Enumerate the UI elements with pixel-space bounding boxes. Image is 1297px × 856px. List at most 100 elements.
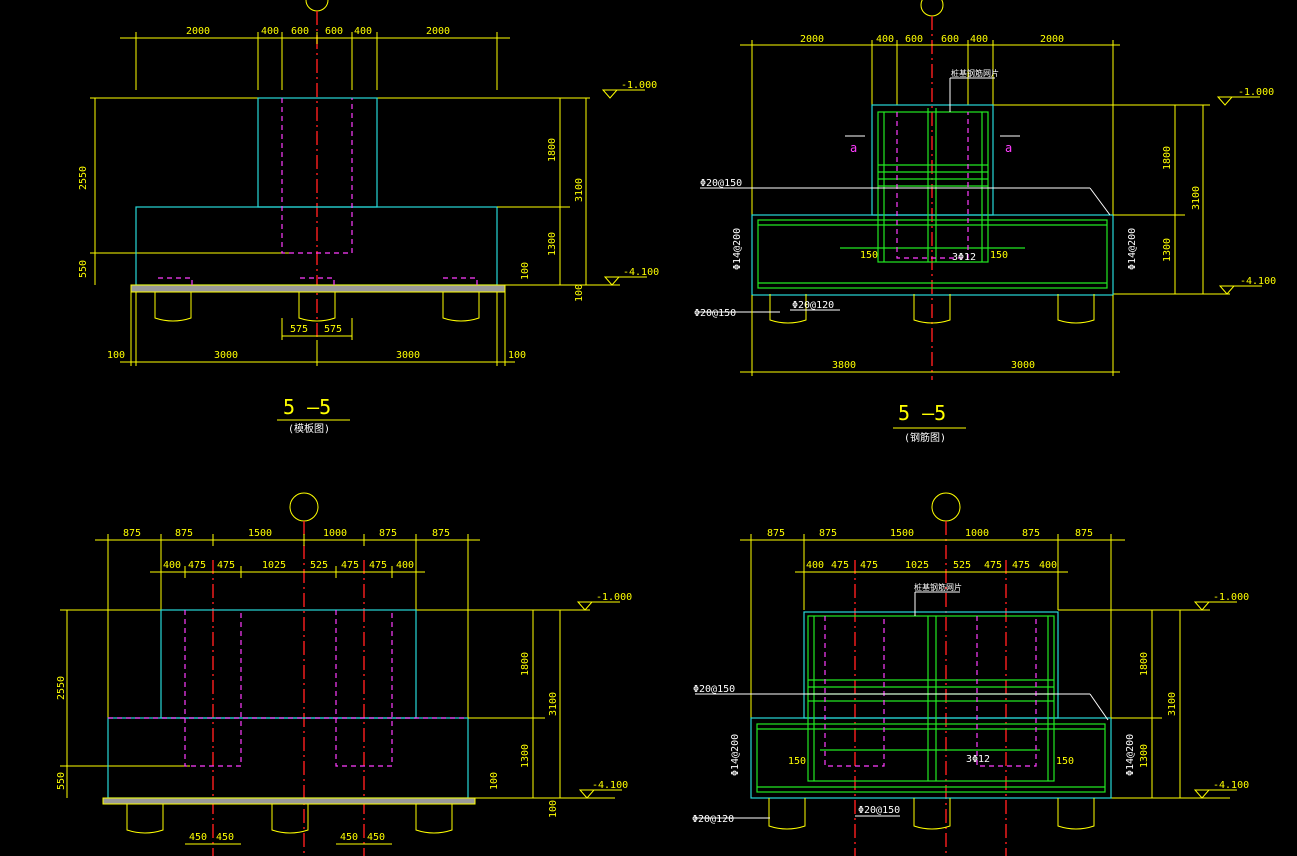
dim-label: 525 bbox=[953, 560, 971, 571]
rebar-note: 桩基钢筋网片 bbox=[951, 68, 999, 78]
dim-label: 600 bbox=[941, 34, 959, 45]
column-outline bbox=[803, 611, 1059, 719]
dim-label: 3000 bbox=[1011, 360, 1035, 371]
pile-body bbox=[415, 804, 453, 834]
dim-label: 400 bbox=[261, 26, 279, 37]
level-label-bottom: -4.100 bbox=[1240, 276, 1276, 287]
axis-bubble bbox=[931, 492, 961, 522]
top-dim-ticks bbox=[135, 32, 498, 90]
rebar-label: Φ20@150 bbox=[694, 308, 736, 319]
dim-label: 150 bbox=[1056, 756, 1074, 767]
dim-label: 3100 bbox=[1191, 186, 1202, 210]
level-label-top: -1.000 bbox=[596, 592, 632, 603]
drawing-section-rebar-top-right: 2000 400 600 600 400 2000 -1.000 -4.100 bbox=[694, 0, 1276, 444]
dim-label: 1500 bbox=[248, 528, 272, 539]
level-label-bottom: -4.100 bbox=[623, 267, 659, 278]
dim-label: 400 bbox=[163, 560, 181, 571]
bedding-layer bbox=[102, 797, 476, 805]
section-title: 5 —5 bbox=[283, 395, 331, 419]
dim-label: 1300 bbox=[520, 744, 531, 768]
dim-label: 875 bbox=[379, 528, 397, 539]
dim-label: 400 bbox=[1039, 560, 1057, 571]
dim-label: 2000 bbox=[800, 34, 824, 45]
dim-label: 1800 bbox=[547, 138, 558, 162]
dim-label: 450 bbox=[367, 832, 385, 843]
dim-label: 875 bbox=[1022, 528, 1040, 539]
cap-outline bbox=[751, 214, 1114, 296]
dim-label: 550 bbox=[56, 772, 67, 790]
rebar-label: Φ14@200 bbox=[730, 734, 741, 776]
dim-label: 1800 bbox=[1139, 652, 1150, 676]
dim-label: 3100 bbox=[574, 178, 585, 202]
dim-label: 475 bbox=[860, 560, 878, 571]
dim-label: 475 bbox=[831, 560, 849, 571]
rebar-note: 桩基钢筋网片 bbox=[914, 582, 962, 592]
pile-body bbox=[913, 798, 951, 830]
level-triangle bbox=[1193, 601, 1211, 611]
dim-label: 1300 bbox=[547, 232, 558, 256]
dim-label: 100 bbox=[574, 284, 585, 302]
rebar-label: Φ20@120 bbox=[792, 300, 834, 311]
level-label-top: -1.000 bbox=[1238, 87, 1274, 98]
dim-label: 100 bbox=[489, 772, 500, 790]
level-triangle bbox=[603, 276, 621, 286]
pile-body bbox=[271, 804, 309, 834]
level-label-top: -1.000 bbox=[1213, 592, 1249, 603]
dim-label: 450 bbox=[189, 832, 207, 843]
dim-label: 600 bbox=[905, 34, 923, 45]
dim-label: 2000 bbox=[1040, 34, 1064, 45]
axis-bubble bbox=[289, 492, 319, 522]
dim-label: 475 bbox=[341, 560, 359, 571]
dim-label: 475 bbox=[984, 560, 1002, 571]
dim-label: 450 bbox=[216, 832, 234, 843]
dim-label: 1800 bbox=[520, 652, 531, 676]
section-subtitle: (模板图) bbox=[288, 422, 330, 435]
dim-label: 875 bbox=[432, 528, 450, 539]
dim-label: 475 bbox=[217, 560, 235, 571]
cap-rebar-cage bbox=[757, 219, 1108, 289]
dim-label: 150 bbox=[990, 250, 1008, 261]
level-label-bottom: -4.100 bbox=[1213, 780, 1249, 791]
dim-label: 600 bbox=[325, 26, 343, 37]
level-triangle bbox=[1218, 285, 1236, 295]
pile-body bbox=[154, 292, 192, 322]
dim-label: 150 bbox=[788, 756, 806, 767]
dim-label: 600 bbox=[291, 26, 309, 37]
dim-label: 3800 bbox=[832, 360, 856, 371]
rebar-label: 3Φ12 bbox=[952, 252, 976, 263]
dim-label: 2000 bbox=[426, 26, 450, 37]
level-label-bottom: -4.100 bbox=[592, 780, 628, 791]
level-triangle bbox=[1193, 789, 1211, 799]
dim-label: 875 bbox=[767, 528, 785, 539]
section-mark: a bbox=[850, 141, 857, 155]
rebar-label: Φ20@120 bbox=[692, 814, 734, 825]
level-triangle bbox=[576, 601, 594, 611]
drawing-template-bottom-left: 875 875 1500 1000 875 875 400 475 475 10… bbox=[56, 492, 632, 856]
dim-label: 100 bbox=[548, 800, 559, 818]
pile-outline bbox=[976, 616, 1037, 767]
dim-label: 575 bbox=[324, 324, 342, 335]
dim-label: 400 bbox=[354, 26, 372, 37]
rebar-label: Φ20@150 bbox=[693, 684, 735, 695]
cap-outline bbox=[750, 717, 1112, 799]
dim-label: 575 bbox=[290, 324, 308, 335]
pile-body bbox=[768, 798, 806, 830]
axis-bubble bbox=[920, 0, 944, 17]
dim-label: 400 bbox=[806, 560, 824, 571]
dim-label: 1025 bbox=[905, 560, 929, 571]
dim-label: 550 bbox=[78, 260, 89, 278]
pile-body bbox=[126, 804, 164, 834]
level-triangle bbox=[1216, 96, 1234, 106]
dim-label: 150 bbox=[860, 250, 878, 261]
rebar-label: Φ14@200 bbox=[1127, 228, 1138, 270]
dim-label: 100 bbox=[520, 262, 531, 280]
dim-label: 1800 bbox=[1162, 146, 1173, 170]
section-title: 5 —5 bbox=[898, 401, 946, 425]
dim-label: 2000 bbox=[186, 26, 210, 37]
rebar-label: 3Φ12 bbox=[966, 754, 990, 765]
pile-outline bbox=[896, 112, 969, 259]
dim-label: 1300 bbox=[1139, 744, 1150, 768]
pile-body bbox=[769, 294, 807, 324]
dim-label: 1000 bbox=[965, 528, 989, 539]
rebar-label: Φ14@200 bbox=[1125, 734, 1136, 776]
